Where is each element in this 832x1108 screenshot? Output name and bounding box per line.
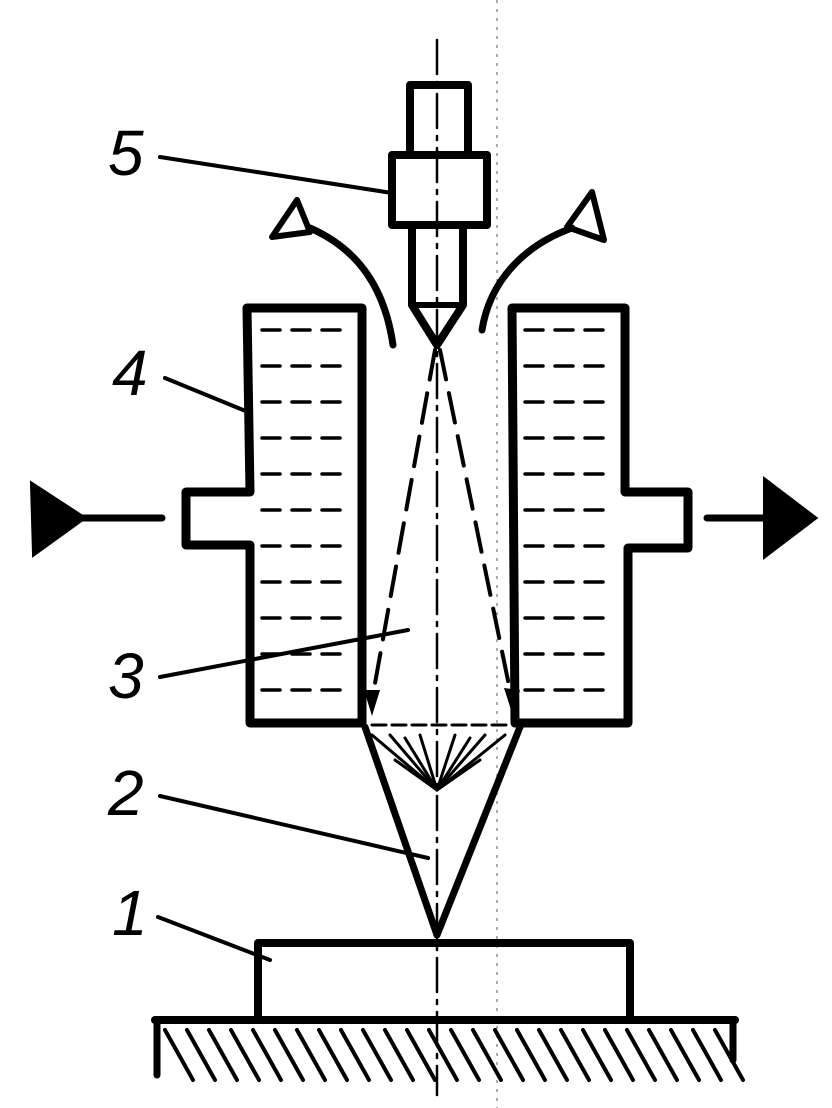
- hatch-stroke: [251, 1028, 283, 1082]
- leader-line-5: [158, 155, 394, 195]
- right-coolant-dashes: [523, 328, 614, 692]
- beam-spray-fan: [370, 723, 514, 792]
- beam-arrowheads: [364, 688, 520, 716]
- hatch-stroke: [537, 1028, 569, 1082]
- base-hatching: [163, 1028, 745, 1082]
- outflow-arrow-right: [478, 189, 607, 334]
- outflow-arrow-left: [269, 197, 397, 349]
- leader-line-4: [163, 376, 250, 414]
- hatch-stroke: [603, 1028, 635, 1082]
- divergent-beam: [370, 348, 514, 702]
- leader-line-1: [156, 915, 272, 962]
- hatch-stroke: [515, 1028, 547, 1082]
- hatch-stroke: [185, 1028, 217, 1082]
- hatch-stroke: [361, 1028, 393, 1082]
- leader-line-2: [158, 794, 430, 860]
- coolant-outlet-arrow: [703, 475, 819, 561]
- electron-gun: [388, 81, 491, 349]
- hatch-stroke: [559, 1028, 591, 1082]
- hatch-stroke: [647, 1028, 679, 1082]
- label-3: 3: [108, 640, 144, 712]
- left-lens-housing: [181, 303, 367, 728]
- hatch-stroke: [405, 1028, 437, 1082]
- hatch-stroke: [273, 1028, 305, 1082]
- leader-lines: [156, 155, 430, 962]
- hatch-stroke: [207, 1028, 239, 1082]
- hatch-stroke: [471, 1028, 503, 1082]
- hatch-stroke: [625, 1028, 657, 1082]
- hatch-stroke: [493, 1028, 525, 1082]
- hatch-stroke: [317, 1028, 349, 1082]
- hatch-stroke: [163, 1028, 195, 1082]
- coolant-inlet-arrow: [29, 480, 166, 558]
- label-2: 2: [107, 757, 144, 829]
- hatch-stroke: [669, 1028, 701, 1082]
- leader-line-3: [158, 628, 410, 679]
- hatch-stroke: [295, 1028, 327, 1082]
- hatch-stroke: [339, 1028, 371, 1082]
- hatch-stroke: [691, 1028, 723, 1082]
- right-lens-housing: [507, 303, 693, 728]
- left-coolant-dashes: [260, 328, 352, 692]
- label-4: 4: [112, 337, 148, 409]
- focused-beam-cone: [361, 723, 524, 939]
- hatch-stroke: [449, 1028, 481, 1082]
- hatch-stroke: [383, 1028, 415, 1082]
- workpiece-block: [254, 939, 634, 1024]
- hatch-stroke: [427, 1028, 459, 1082]
- hatch-stroke: [229, 1028, 261, 1082]
- label-5: 5: [108, 117, 144, 189]
- base-support: [151, 1016, 745, 1082]
- hatch-stroke: [581, 1028, 613, 1082]
- label-1: 1: [112, 877, 148, 949]
- hatch-stroke: [713, 1028, 745, 1082]
